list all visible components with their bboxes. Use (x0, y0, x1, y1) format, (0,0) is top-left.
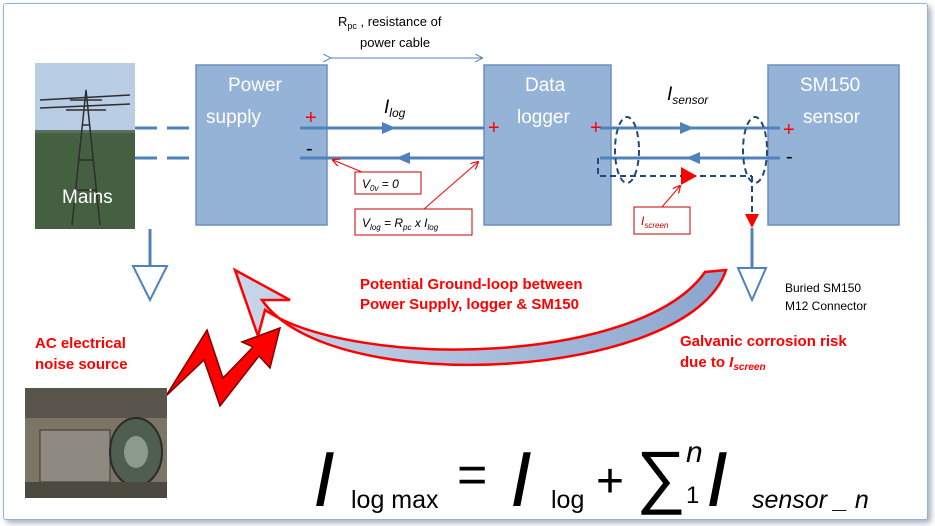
buried-label-2: M12 Connector (785, 299, 867, 313)
formula-lhs: I (313, 435, 335, 523)
formula-term2: I (706, 435, 728, 523)
isensor-arrowhead (680, 122, 694, 134)
sensor-plus: + (783, 119, 795, 141)
formula-plus: + (596, 455, 624, 508)
iscreen-leader (661, 186, 680, 208)
sensor-minus: - (786, 146, 793, 168)
vlog-callout-text: Vlog = Rpc x Ilog (362, 216, 439, 232)
cable-screen-ring-left (614, 116, 640, 184)
formula-equals: = (457, 446, 487, 504)
isensor-label: Isensor (667, 84, 709, 107)
data-logger-box (483, 64, 612, 226)
sensor-label-1: SM150 (800, 75, 860, 96)
ground-loop-arrow (232, 267, 728, 367)
sensor-label-2: sensor (803, 107, 861, 128)
power-supply-label-1: Power (228, 75, 283, 96)
mains-ground-symbol (131, 265, 169, 303)
rpc-label: Rpc , resistance of (338, 14, 442, 31)
vlog-leader (423, 162, 478, 210)
corrosion-label-2: due to Iscreen (680, 354, 766, 373)
formula-sigma-lower: 1 (686, 482, 699, 509)
data-logger-label-2: logger (517, 107, 570, 128)
mains-label: Mains (62, 187, 113, 208)
formula-lhs-sub: log max (351, 486, 439, 514)
sensor-ground-symbol (736, 267, 768, 303)
formula-term2-sub: sensor _ n (752, 486, 869, 514)
psu-minus: - (306, 138, 313, 160)
return-arrowhead (396, 152, 410, 164)
ilog-arrowhead (382, 122, 396, 134)
rpc-label-line2: power cable (360, 35, 430, 50)
formula-sigma: ∑ (636, 437, 686, 515)
iscreen-arrowhead (681, 167, 697, 185)
ilog-label: Ilog (384, 97, 406, 120)
data-logger-label-1: Data (525, 75, 566, 96)
formula-sigma-upper: n (686, 436, 703, 469)
ac-machine-picture (25, 388, 167, 498)
noise-lightning-icon (165, 326, 282, 408)
formula-term1-sub: log (551, 486, 584, 514)
vlog-callout-box (354, 208, 473, 236)
screen-wire (597, 158, 752, 177)
sensor-return-arrowhead (686, 152, 700, 164)
power-supply-label-2: supply (206, 107, 261, 128)
v0v-callout-box (354, 171, 422, 195)
ground-loop-text-1: Potential Ground-loop between (360, 276, 583, 293)
power-supply-box (195, 64, 328, 226)
ac-noise-label-2: noise source (35, 356, 128, 373)
max-current-formula: I log max = I log + ∑ n 1 I sensor _ n (313, 435, 869, 523)
ac-noise-label-1: AC electrical (35, 335, 126, 352)
buried-label-1: Buried SM150 (785, 281, 861, 295)
iscreen-callout-text: Iscreen (641, 214, 669, 230)
corrosion-label-1: Galvanic corrosion risk (680, 333, 847, 350)
cable-screen-ring-right (742, 116, 768, 184)
logger-plus-in: + (488, 117, 500, 139)
ground-loop-text-2: Power Supply, logger & SM150 (360, 296, 579, 313)
screen-drop-arrowhead (745, 214, 759, 228)
psu-plus: + (305, 107, 317, 129)
v0v-leader (333, 160, 363, 173)
v0v-callout-text: V0v = 0 (362, 177, 399, 193)
mains-picture (35, 63, 135, 229)
formula-term1: I (510, 435, 532, 523)
sm150-sensor-box (767, 64, 900, 226)
logger-plus-out: + (590, 117, 602, 139)
